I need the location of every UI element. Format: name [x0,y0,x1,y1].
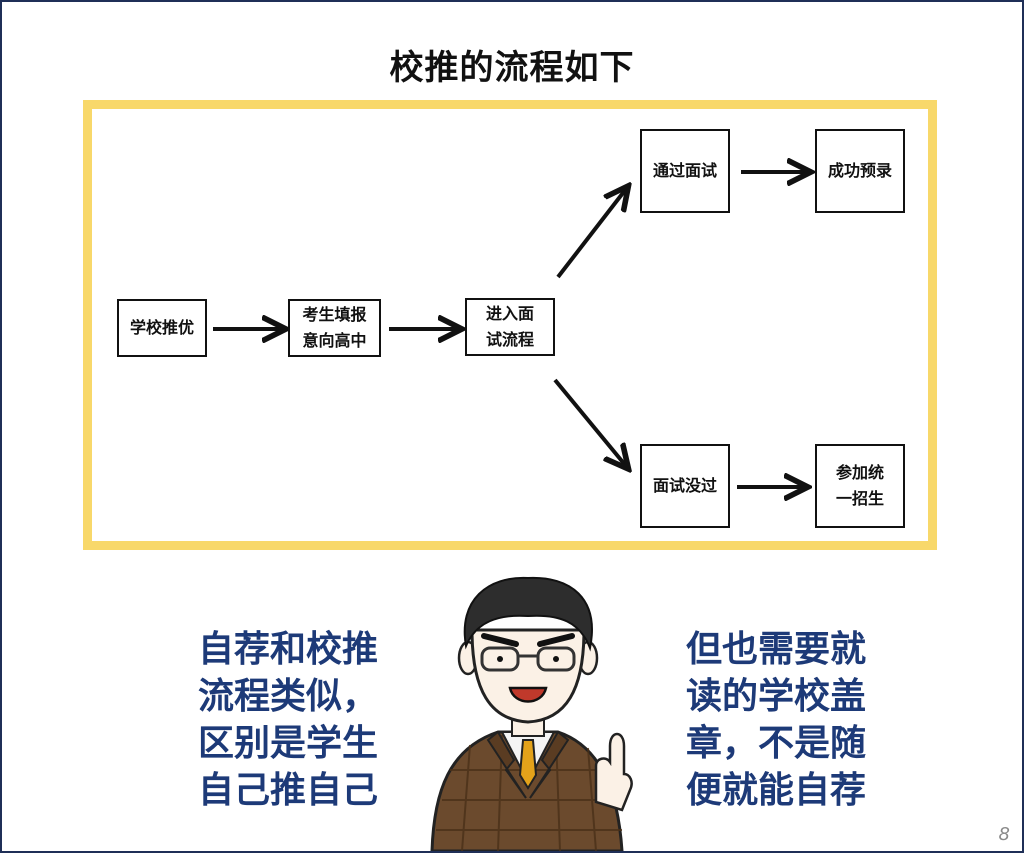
node-unified-exam: 参加统一招生 [815,444,905,528]
node-school-recommend: 学校推优 [117,299,207,357]
caption-right: 但也需要就 读的学校盖 章，不是随 便就能自荐 [686,629,867,811]
node-fill-intention: 考生填报意向高中 [288,299,381,357]
teacher-illustration [430,576,633,851]
node-fail-interview: 面试没过 [640,444,730,528]
node-enter-interview: 进入面试流程 [465,298,555,356]
node-pass-interview: 通过面试 [640,129,730,213]
page-title: 校推的流程如下 [389,48,635,88]
node-admitted: 成功预录 [815,129,905,213]
caption-left: 自荐和校推 流程类似， 区别是学生 自己推自己 [198,629,379,811]
page-number: 8 [998,824,1010,845]
